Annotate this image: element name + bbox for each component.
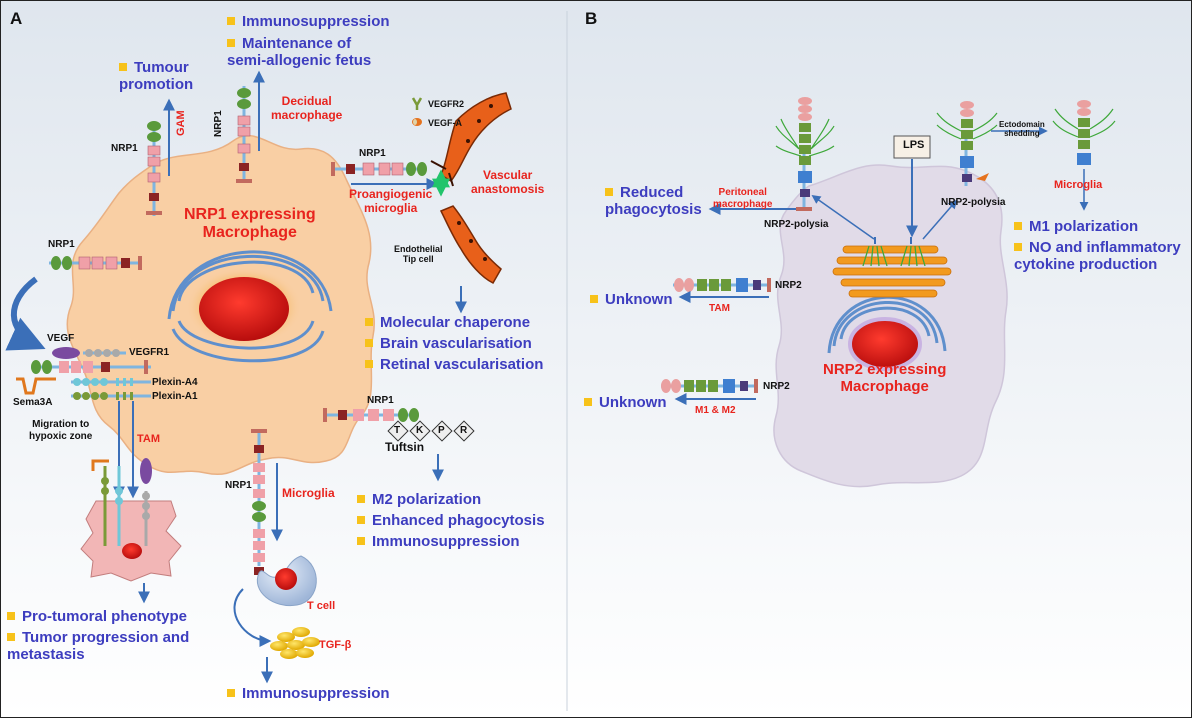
- nucleus-a: [199, 277, 289, 341]
- vascular-anastomosis-label: Vascular anastomosis: [471, 168, 545, 196]
- lps-box: [893, 135, 931, 159]
- gam-label: GAM: [175, 110, 187, 136]
- tam-cell: [80, 500, 182, 582]
- nrp1-receptor-left: [49, 256, 142, 270]
- sema3a-ligand: [16, 377, 56, 395]
- vegfr1-label: VEGFR1: [129, 347, 170, 358]
- endothelial-tip-cell-top: [430, 92, 512, 187]
- pro-tumoral-item-1: Tumor progression and metastasis: [7, 629, 190, 664]
- panel-b-letter: B: [585, 9, 598, 28]
- unknown-m1m2: Unknown: [584, 394, 667, 411]
- m2-item-0: M2 polarization: [357, 491, 481, 508]
- nrp1-receptor-tuftsin: [323, 408, 419, 422]
- polysia-left-label: NRP2-polysia: [764, 219, 829, 230]
- endothelial-tip-label: Endothelial Tip cell: [394, 244, 443, 265]
- nrp1-label-tuftsin: NRP1: [367, 395, 394, 406]
- vegf-ligand: [52, 347, 80, 359]
- tgf-beta-cluster: [270, 627, 320, 659]
- tkpr-t: T: [394, 425, 401, 436]
- plexin-a4-receptor: [71, 378, 151, 386]
- lps-label: LPS: [903, 139, 925, 151]
- nrp1-label-gam: NRP1: [111, 143, 138, 154]
- m2-item-2: Immunosuppression: [357, 533, 520, 550]
- panel-a-letter: A: [10, 9, 23, 28]
- nrp2-receptor-tam: [673, 278, 771, 292]
- plexin-a4-label: Plexin-A4: [152, 377, 198, 388]
- m1-item-0: M1 polarization: [1014, 218, 1138, 235]
- sema3a-label: Sema3A: [13, 397, 53, 408]
- shed-ectodomain: [1052, 100, 1116, 165]
- immunosuppression-top: Immunosuppression: [227, 13, 390, 30]
- m1-item-1: NO and inflammatory cytokine production: [1014, 239, 1181, 274]
- tumour-promotion: Tumour promotion: [119, 59, 194, 94]
- tam-label-a: TAM: [137, 433, 161, 445]
- nrp1-complex-row: [31, 360, 151, 374]
- m1m2-label: M1 & M2: [695, 405, 736, 416]
- nrp2-polysia-left: [775, 97, 835, 211]
- tuftsin-peptide: [387, 420, 475, 442]
- plexin-a1-label: Plexin-A1: [152, 391, 198, 402]
- nrp1-label-decidual: NRP1: [213, 110, 224, 137]
- immunosuppression-bottom: Immunosuppression: [227, 685, 390, 702]
- nrp1-label-microglia: NRP1: [225, 480, 252, 491]
- microglia-label-b: Microglia: [1054, 179, 1103, 191]
- nrp2-label-m1m2: NRP2: [763, 381, 790, 392]
- nrp1-receptor-microglia: [251, 429, 267, 575]
- proangiogenic-label: Proangiogenic microglia: [349, 187, 433, 215]
- cell-a-title: NRP1 expressing Macrophage: [184, 206, 316, 242]
- reduced-phagocytosis: Reduced phagocytosis: [605, 184, 702, 219]
- nucleus-b: [848, 317, 922, 371]
- tkpr-p: P: [438, 425, 445, 436]
- plexin-a1-receptor: [71, 392, 151, 400]
- chaperone-item-0: Molecular chaperone: [365, 314, 530, 331]
- chaperone-item-2: Retinal vascularisation: [365, 356, 543, 373]
- nrp1-label-left: NRP1: [48, 239, 75, 250]
- vegfr2-legend-label: VEGFR2: [428, 99, 465, 109]
- m2-item-1: Enhanced phagocytosis: [357, 512, 545, 529]
- vegf-label: VEGF: [47, 333, 75, 344]
- polysia-right-label: NRP2-polysia: [941, 197, 1006, 208]
- chaperone-item-1: Brain vascularisation: [365, 335, 532, 352]
- vegfr1-receptor: [83, 349, 126, 357]
- tam-receptors: [91, 458, 152, 546]
- cell-b-title: NRP2 expressing Macrophage: [823, 361, 947, 396]
- tkpr-k: K: [416, 425, 424, 436]
- microglia-label-a: Microglia: [282, 486, 335, 500]
- endothelial-tip-cell-bottom: [439, 205, 502, 284]
- nrp1-receptor-gam: [146, 121, 162, 216]
- vegfa-legend-label: VEGF-A: [428, 118, 463, 128]
- tkpr-r: R: [460, 425, 468, 436]
- nrp1-receptor-proangiogenic: [331, 162, 427, 176]
- migration-label: Migration to hypoxic zone: [29, 419, 93, 442]
- unknown-tam: Unknown: [590, 291, 673, 308]
- nrp2-label-tam: NRP2: [775, 280, 802, 291]
- pro-tumoral-item-0: Pro-tumoral phenotype: [7, 608, 187, 625]
- nrp1-receptor-decidual: [236, 86, 252, 183]
- nrp1-label-proangiogenic: NRP1: [359, 148, 386, 159]
- nrp2-receptor-m1m2: [661, 379, 758, 393]
- tcell-label: T cell: [307, 600, 336, 612]
- tuftsin-label: Tuftsin: [385, 440, 425, 454]
- tgfb-label: TGF-β: [319, 639, 352, 651]
- maintenance-fetus: Maintenance of semi-allogenic fetus: [227, 35, 372, 70]
- vegfr2-legend-icon: [411, 97, 423, 110]
- tam-label-b: TAM: [709, 303, 730, 314]
- peritoneal-label: Peritoneal macrophage: [713, 187, 773, 210]
- decidual-label: Decidual macrophage: [271, 94, 343, 122]
- ectodomain-label: Ectodomain shedding: [999, 120, 1045, 139]
- nrp2-polysia-right: [936, 101, 998, 186]
